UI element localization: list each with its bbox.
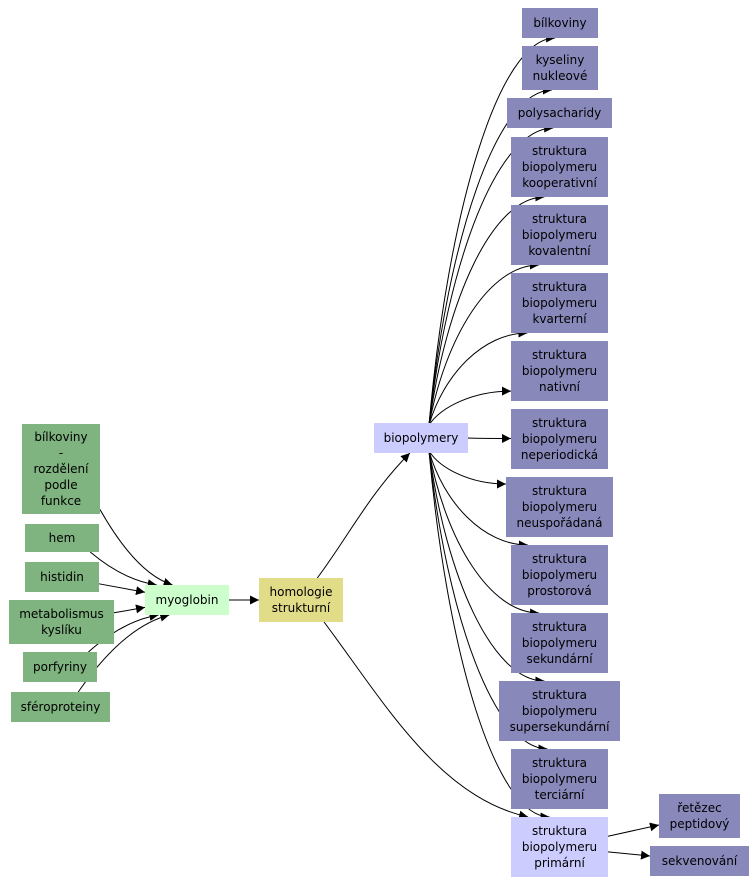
edge-primarni-sekvenovani: [607, 850, 651, 860]
node-sferoproteiny[interactable]: sféroproteiny: [11, 692, 110, 722]
edge-bilkoviny_rozdeleni-myoglobin: [99, 509, 173, 587]
node-label: bílkoviny - rozdělení podle funkce: [33, 430, 89, 508]
edge-biopolymery-terciarni: [428, 450, 548, 754]
node-porfyriny[interactable]: porfyriny: [23, 652, 97, 682]
node-label: homologie strukturní: [269, 585, 333, 615]
node-struktura-primarni[interactable]: struktura biopolymeru primární: [511, 817, 608, 877]
edge-metabolismus-myoglobin: [113, 604, 146, 614]
node-struktura-prostorova[interactable]: struktura biopolymeru prostorová: [511, 545, 608, 605]
node-bilkoviny-rozdeleni[interactable]: bílkoviny - rozdělení podle funkce: [22, 424, 100, 514]
node-label: hem: [48, 531, 76, 545]
edge-biopolymery-kyseliny: [428, 85, 552, 426]
edge-histidin-myoglobin: [98, 583, 146, 596]
edge-biopolymery-nativni: [428, 386, 512, 426]
node-struktura-supersekundarni[interactable]: struktura biopolymeru supersekundární: [499, 681, 620, 741]
node-struktura-terciarni[interactable]: struktura biopolymeru terciární: [511, 749, 608, 809]
node-struktura-kooperativni[interactable]: struktura biopolymeru kooperativní: [511, 137, 608, 197]
node-metabolismus-kysliku[interactable]: metabolismus kyslíku: [9, 600, 114, 644]
edge-homologie-primarni: [323, 621, 529, 820]
edge-primarni-retezec: [607, 822, 660, 837]
node-label: biopolymery: [383, 431, 459, 445]
node-label: struktura biopolymeru neuspořádaná: [516, 484, 603, 530]
node-biopolymery[interactable]: biopolymery: [374, 423, 468, 453]
node-struktura-nativni[interactable]: struktura biopolymeru nativní: [511, 341, 608, 401]
edge-homologie-biopolymery: [316, 452, 411, 579]
node-myoglobin[interactable]: myoglobin: [145, 585, 229, 615]
node-struktura-kvarterni[interactable]: struktura biopolymeru kvarterní: [511, 273, 608, 333]
edge-biopolymery-polysacharidy: [428, 123, 554, 426]
node-label: struktura biopolymeru prostorová: [521, 552, 598, 598]
node-label: struktura biopolymeru nativní: [521, 348, 598, 394]
edge-biopolymery-kvarterni: [428, 328, 528, 426]
node-bilkoviny[interactable]: bílkoviny: [522, 8, 598, 38]
edge-biopolymery-neusporadana: [428, 450, 507, 489]
edge-biopolymery-kooperativni: [428, 192, 545, 426]
node-label: porfyriny: [33, 660, 87, 674]
edge-hem-myoglobin: [89, 551, 157, 589]
node-label: struktura biopolymeru terciární: [521, 756, 598, 802]
node-label: bílkoviny: [533, 16, 587, 30]
node-kyseliny-nukleove[interactable]: kyseliny nukleové: [522, 46, 598, 90]
node-label: struktura biopolymeru sekundární: [521, 620, 598, 666]
node-struktura-neusporadana[interactable]: struktura biopolymeru neuspořádaná: [506, 477, 613, 537]
node-label: struktura biopolymeru neperiodická: [520, 416, 599, 462]
node-label: struktura biopolymeru kvarterní: [521, 280, 598, 326]
node-label: histidin: [40, 570, 84, 584]
node-label: kyseliny nukleové: [532, 53, 588, 83]
node-label: polysacharidy: [517, 106, 602, 120]
node-label: struktura biopolymeru primární: [521, 824, 598, 870]
node-struktura-kovalentni[interactable]: struktura biopolymeru kovalentní: [511, 205, 608, 265]
node-label: struktura biopolymeru kovalentní: [521, 212, 598, 258]
node-histidin[interactable]: histidin: [25, 562, 99, 592]
node-struktura-neperiodicka[interactable]: struktura biopolymeru neperiodická: [511, 409, 608, 469]
node-label: metabolismus kyslíku: [19, 607, 104, 637]
edge-biopolymery-kovalentni: [428, 260, 539, 426]
edge-biopolymery-supersekundarni: [428, 450, 545, 686]
node-label: myoglobin: [155, 593, 219, 607]
node-homologie-strukturni[interactable]: homologie strukturní: [259, 578, 343, 622]
node-struktura-sekundarni[interactable]: struktura biopolymeru sekundární: [511, 613, 608, 673]
node-hem[interactable]: hem: [25, 524, 99, 552]
node-polysacharidy[interactable]: polysacharidy: [507, 98, 612, 128]
edge-biopolymery-prostorova: [428, 450, 528, 550]
node-label: sekvenování: [661, 854, 738, 868]
node-retezec-peptidovy[interactable]: řetězec peptidový: [659, 794, 740, 838]
node-sekvenovani[interactable]: sekvenování: [650, 846, 749, 876]
edge-porfyriny-myoglobin: [88, 611, 159, 653]
node-label: sféroproteiny: [20, 700, 101, 714]
node-label: struktura biopolymeru supersekundární: [509, 688, 610, 734]
node-label: řetězec peptidový: [669, 801, 730, 831]
edge-biopolymery-sekundarni: [428, 450, 540, 618]
node-label: struktura biopolymeru kooperativní: [521, 144, 598, 190]
